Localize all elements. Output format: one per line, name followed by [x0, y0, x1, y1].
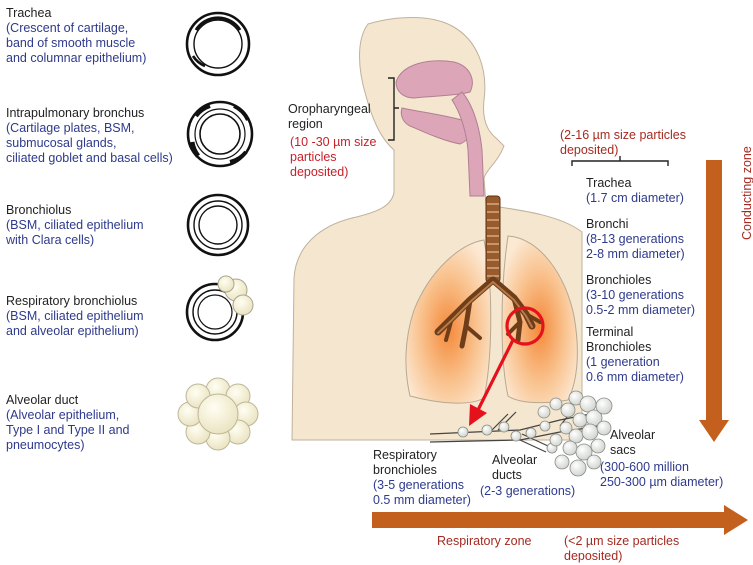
conducting-note-1: (2-16 µm size particles — [560, 128, 686, 142]
conducting-terminal-detail-1: (1 generation — [586, 355, 660, 369]
conducting-bronchi-detail-1: (8-13 generations — [586, 232, 684, 246]
alveolar-ducts-detail: (2-3 generations) — [480, 484, 576, 498]
conducting-terminal-title-2: Bronchioles — [586, 340, 652, 354]
bronchiolus-cross-section-icon — [186, 193, 250, 257]
trachea-detail-1: (Crescent of cartilage, — [6, 21, 129, 35]
resp-bronchioles-detail-2: 0.5 mm diameter) — [373, 493, 471, 507]
respiratory-note-2: deposited) — [564, 549, 623, 563]
conducting-bracket — [571, 156, 669, 166]
oropharyngeal-size-1: (10 -30 µm size — [290, 135, 377, 149]
nasal-cavity — [395, 60, 473, 99]
alveolar-ducts-title-2: ducts — [492, 468, 522, 482]
intrapulmonary-bronchus-cross-section-icon — [186, 100, 254, 168]
respiratory-bronchiolus-detail-1: (BSM, ciliated epithelium — [6, 309, 144, 323]
conducting-arrow-head — [699, 420, 729, 442]
intrapulmonary-bronchus-detail-1: (Cartilage plates, BSM, — [6, 121, 135, 135]
trachea-title: Trachea — [6, 6, 52, 20]
intrapulmonary-bronchus-detail-2: submucosal glands, — [6, 136, 117, 150]
conducting-terminal-title-1: Terminal — [586, 325, 634, 339]
conducting-arrow-shaft — [706, 160, 722, 422]
bronchiolus-title: Bronchiolus — [6, 203, 72, 217]
intrapulmonary-bronchus-detail-3: ciliated goblet and basal cells) — [6, 151, 173, 165]
respiratory-tree-balls — [457, 390, 613, 477]
left-lung — [501, 235, 578, 404]
alveolar-duct-detail-1: (Alveolar epithelium, — [6, 408, 120, 422]
trachea-rings — [487, 203, 499, 277]
alveolar-ducts-title-1: Alveolar — [492, 453, 538, 467]
alveolar-sacs-detail-1: (300-600 million — [600, 460, 689, 474]
respiratory-zone-label: Respiratory zone — [437, 534, 532, 548]
bronchiolus-detail-1: (BSM, ciliated epithelium — [6, 218, 144, 232]
alveolar-sacs-detail-2: 250-300 µm diameter) — [600, 475, 724, 489]
conducting-note-2: deposited) — [560, 143, 619, 157]
respiratory-bronchiolus-title: Respiratory bronchiolus — [6, 294, 138, 308]
oral-cavity — [400, 107, 471, 145]
respiratory-bronchiolus-cross-section-icon — [185, 275, 254, 342]
respiratory-bronchiolus-detail-2: and alveolar epithelium) — [6, 324, 139, 338]
alveolar-sacs-title-1: Alveolar — [610, 428, 656, 442]
trachea-cross-section-icon — [185, 11, 251, 77]
respiratory-note-1: (<2 µm size particles — [564, 534, 680, 548]
magnifier-circle — [505, 306, 545, 346]
intrapulmonary-bronchus-title: Intrapulmonary bronchus — [6, 106, 145, 120]
zoom-arrow — [476, 339, 515, 411]
alveolar-duct-cluster-icon — [177, 377, 259, 451]
resp-bronchioles-title-2: bronchioles — [373, 463, 437, 477]
oropharyngeal-size-2: particles — [290, 150, 337, 164]
trachea-detail-3: and columnar epithelium) — [6, 51, 147, 65]
conducting-bronchioles-detail-2: 0.5-2 mm diameter) — [586, 303, 696, 317]
conducting-bronchioles-title: Bronchioles — [586, 273, 652, 287]
alveolar-duct-detail-2: Type I and Type II and — [6, 423, 130, 437]
respiratory-arrow-shaft — [372, 512, 728, 528]
alveolar-sacs-title-2: sacs — [610, 443, 636, 457]
resp-bronchioles-detail-1: (3-5 generations — [373, 478, 465, 492]
pharynx — [451, 91, 485, 197]
oropharyngeal-size-3: deposited) — [290, 165, 349, 179]
alveolar-duct-detail-3: pneumocytes) — [6, 438, 85, 452]
oropharyngeal-bracket — [388, 77, 399, 141]
conducting-terminal-detail-2: 0.6 mm diameter) — [586, 370, 684, 384]
oropharyngeal-title-2: region — [288, 117, 323, 131]
conducting-bronchi-title: Bronchi — [586, 217, 629, 231]
conducting-trachea-title: Trachea — [586, 176, 632, 190]
conducting-bronchioles-detail-1: (3-10 generations — [586, 288, 684, 302]
conducting-bronchi-detail-2: 2-8 mm diameter) — [586, 247, 685, 261]
conducting-zone-label: Conducting zone — [740, 146, 753, 240]
conducting-trachea-detail: (1.7 cm diameter) — [586, 191, 684, 205]
respiratory-arrow-head — [724, 505, 748, 535]
resp-bronchioles-title-1: Respiratory — [373, 448, 437, 462]
trachea-tube — [485, 195, 501, 283]
bronchiolus-detail-2: with Clara cells) — [6, 233, 95, 247]
trachea-detail-2: band of smooth muscle — [6, 36, 136, 50]
oropharyngeal-title-1: Oropharyngeal — [288, 102, 371, 116]
alveolar-duct-title: Alveolar duct — [6, 393, 79, 407]
zoom-arrow-head — [469, 404, 487, 426]
